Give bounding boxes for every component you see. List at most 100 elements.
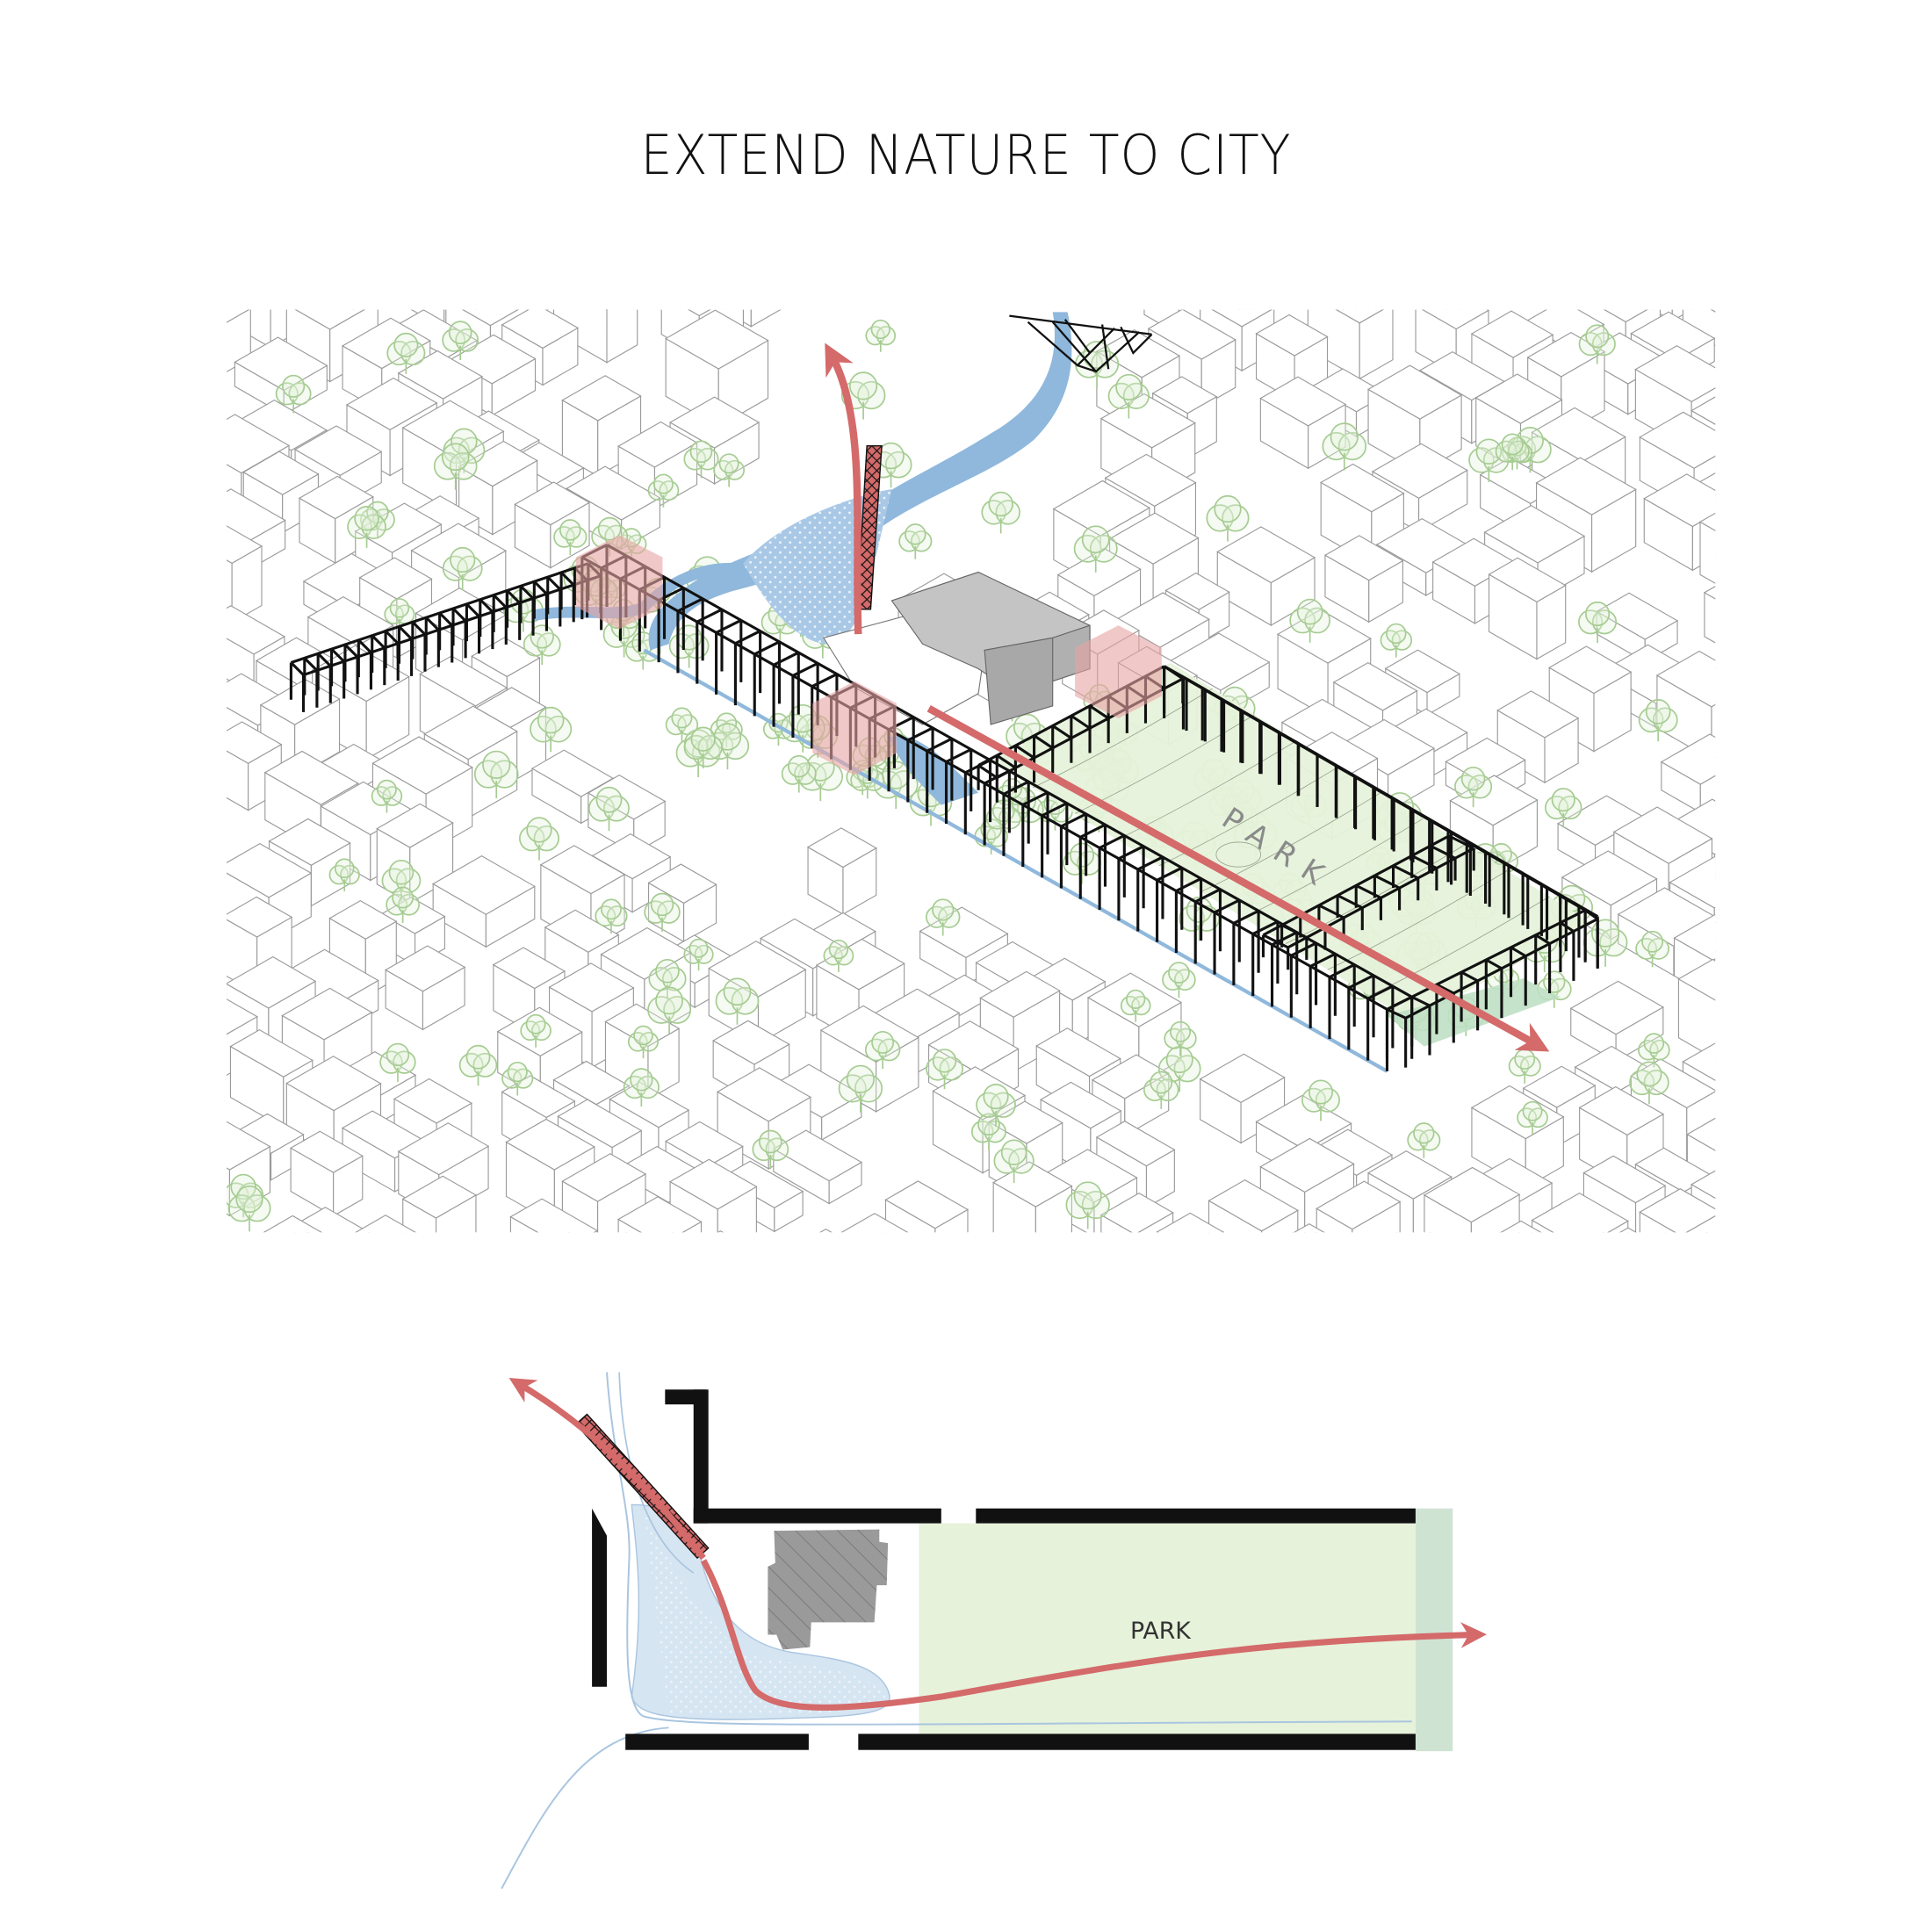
tree-icon (523, 624, 561, 666)
park-area (919, 1523, 1416, 1734)
building (1216, 526, 1316, 627)
building (1341, 309, 1370, 318)
building (1718, 767, 1808, 847)
tree-icon (501, 1061, 534, 1096)
building (1748, 441, 1820, 506)
building (1752, 477, 1842, 573)
building (1703, 586, 1716, 644)
tree-icon (981, 491, 1020, 534)
building (1445, 309, 1462, 315)
park-edge-strip (1415, 1508, 1453, 1752)
tree-icon (647, 986, 692, 1034)
tree-icon (823, 939, 854, 972)
building (263, 1215, 323, 1233)
building (1677, 958, 1716, 1060)
stream-line (618, 1372, 695, 1574)
tree-icon (433, 443, 478, 490)
tree-icon (683, 440, 719, 479)
tree-icon (442, 546, 483, 591)
tree-icon (1578, 601, 1618, 644)
tree-icon (623, 1068, 660, 1107)
tree-icon (381, 859, 422, 902)
stream-line (501, 1727, 669, 1890)
tree-icon (683, 726, 723, 768)
tree-icon (993, 1139, 1034, 1184)
tree-icon (1157, 1046, 1201, 1092)
tree-icon (838, 1064, 883, 1113)
tree-icon (1508, 1049, 1541, 1084)
building (1660, 733, 1716, 814)
building (1639, 1188, 1716, 1233)
building (772, 1129, 863, 1205)
building (1208, 1179, 1299, 1233)
tree-icon (1638, 1033, 1670, 1068)
building (1488, 557, 1567, 660)
tree-icon (926, 1049, 963, 1090)
tree-icon (553, 519, 588, 556)
connection-arrow-north (825, 342, 862, 635)
tree-icon (713, 453, 746, 487)
building (647, 863, 717, 943)
building (289, 1130, 364, 1217)
building (998, 1238, 1077, 1323)
frame-crossbeams (1386, 909, 1599, 1020)
tree-icon (752, 1129, 789, 1170)
building (1707, 660, 1716, 703)
building (509, 1198, 599, 1233)
tree-icon (781, 754, 817, 793)
tree-icon (647, 473, 680, 508)
tree-icon (1454, 766, 1493, 808)
node-highlights (575, 535, 1162, 775)
building (385, 945, 466, 1031)
tree-icon (865, 319, 897, 352)
building (1618, 1227, 1637, 1233)
tree-icon (442, 321, 479, 360)
tree-icon (1517, 1100, 1548, 1135)
building (840, 1213, 909, 1233)
tree-icon (970, 1113, 1006, 1151)
building (1734, 228, 1829, 328)
building (1237, 309, 1255, 315)
tree-icon (644, 892, 681, 932)
building (1548, 645, 1633, 753)
tree-icon (1065, 1181, 1110, 1229)
building (355, 1215, 417, 1233)
transmission-tower-icon (1009, 314, 1153, 373)
building (717, 1230, 724, 1233)
tree-icon (1322, 422, 1367, 471)
tree-icon (627, 1025, 660, 1059)
tree-icon (371, 779, 403, 813)
tree-icon (328, 858, 360, 891)
connection-arrow-southeast (926, 704, 1550, 1052)
building (1748, 1193, 1827, 1276)
building (992, 1161, 1073, 1233)
building (1423, 1166, 1521, 1233)
building (1743, 348, 1838, 451)
building (668, 1158, 758, 1233)
connection-arrow-plan-north (508, 1378, 706, 1561)
building (884, 1180, 970, 1233)
tree-icon (1407, 1122, 1441, 1158)
tree-icon (898, 523, 933, 559)
tree-icon (530, 706, 573, 753)
tree-icon (683, 938, 714, 971)
building (1569, 980, 1664, 1063)
frame-rail (1404, 918, 1599, 1068)
tree-icon (715, 977, 760, 1025)
building (1743, 1116, 1839, 1225)
tree-icon (1635, 930, 1670, 968)
tree-icon (1063, 842, 1101, 884)
building (1739, 291, 1811, 380)
building (1655, 650, 1716, 761)
connection-arrow-plan (700, 1559, 1488, 1711)
tree-icon (458, 1044, 498, 1086)
building (1698, 512, 1716, 584)
building (1307, 309, 1394, 380)
building (1316, 1180, 1402, 1233)
tree-icon (518, 817, 560, 861)
building (1531, 1192, 1629, 1233)
tree-icon (1120, 989, 1151, 1022)
building (306, 309, 355, 324)
existing-building (890, 571, 1091, 725)
